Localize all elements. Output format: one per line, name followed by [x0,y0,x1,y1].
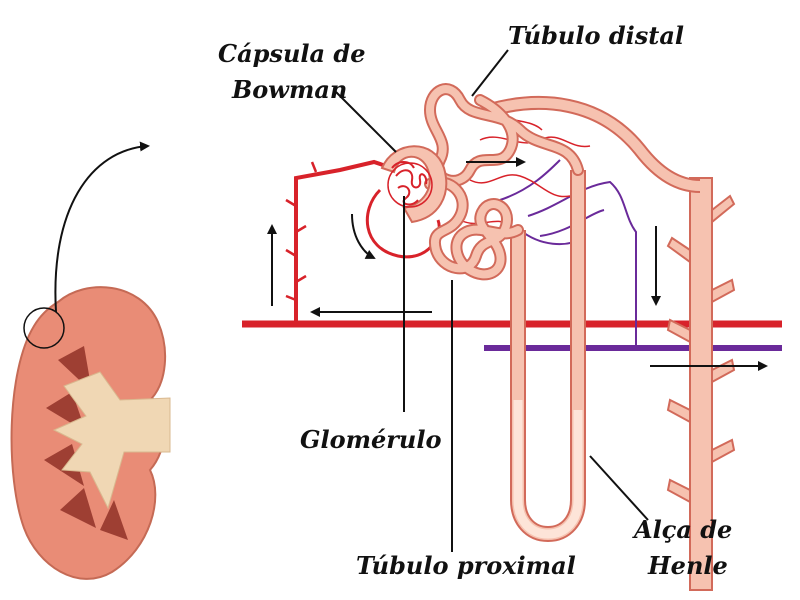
loop-of-henle [518,170,578,534]
label-tubulo-proximal: Túbulo proximal [356,551,576,580]
label-glomerulo: Glomérulo [300,425,442,454]
kidney [12,146,170,579]
label-capsula-line2: Bowman [231,75,347,104]
leader-alca [590,456,648,520]
label-alca-line1: Alça de [632,515,732,544]
afferent-arteriole [296,162,392,324]
label-tubulo-distal: Túbulo distal [508,21,684,50]
label-alca-line2: Henle [647,551,728,580]
label-capsula-line1: Cápsula de [218,39,365,68]
glomerulus [392,162,426,204]
leader-tubulo-distal [472,50,508,96]
bowmans-capsule [382,146,446,222]
